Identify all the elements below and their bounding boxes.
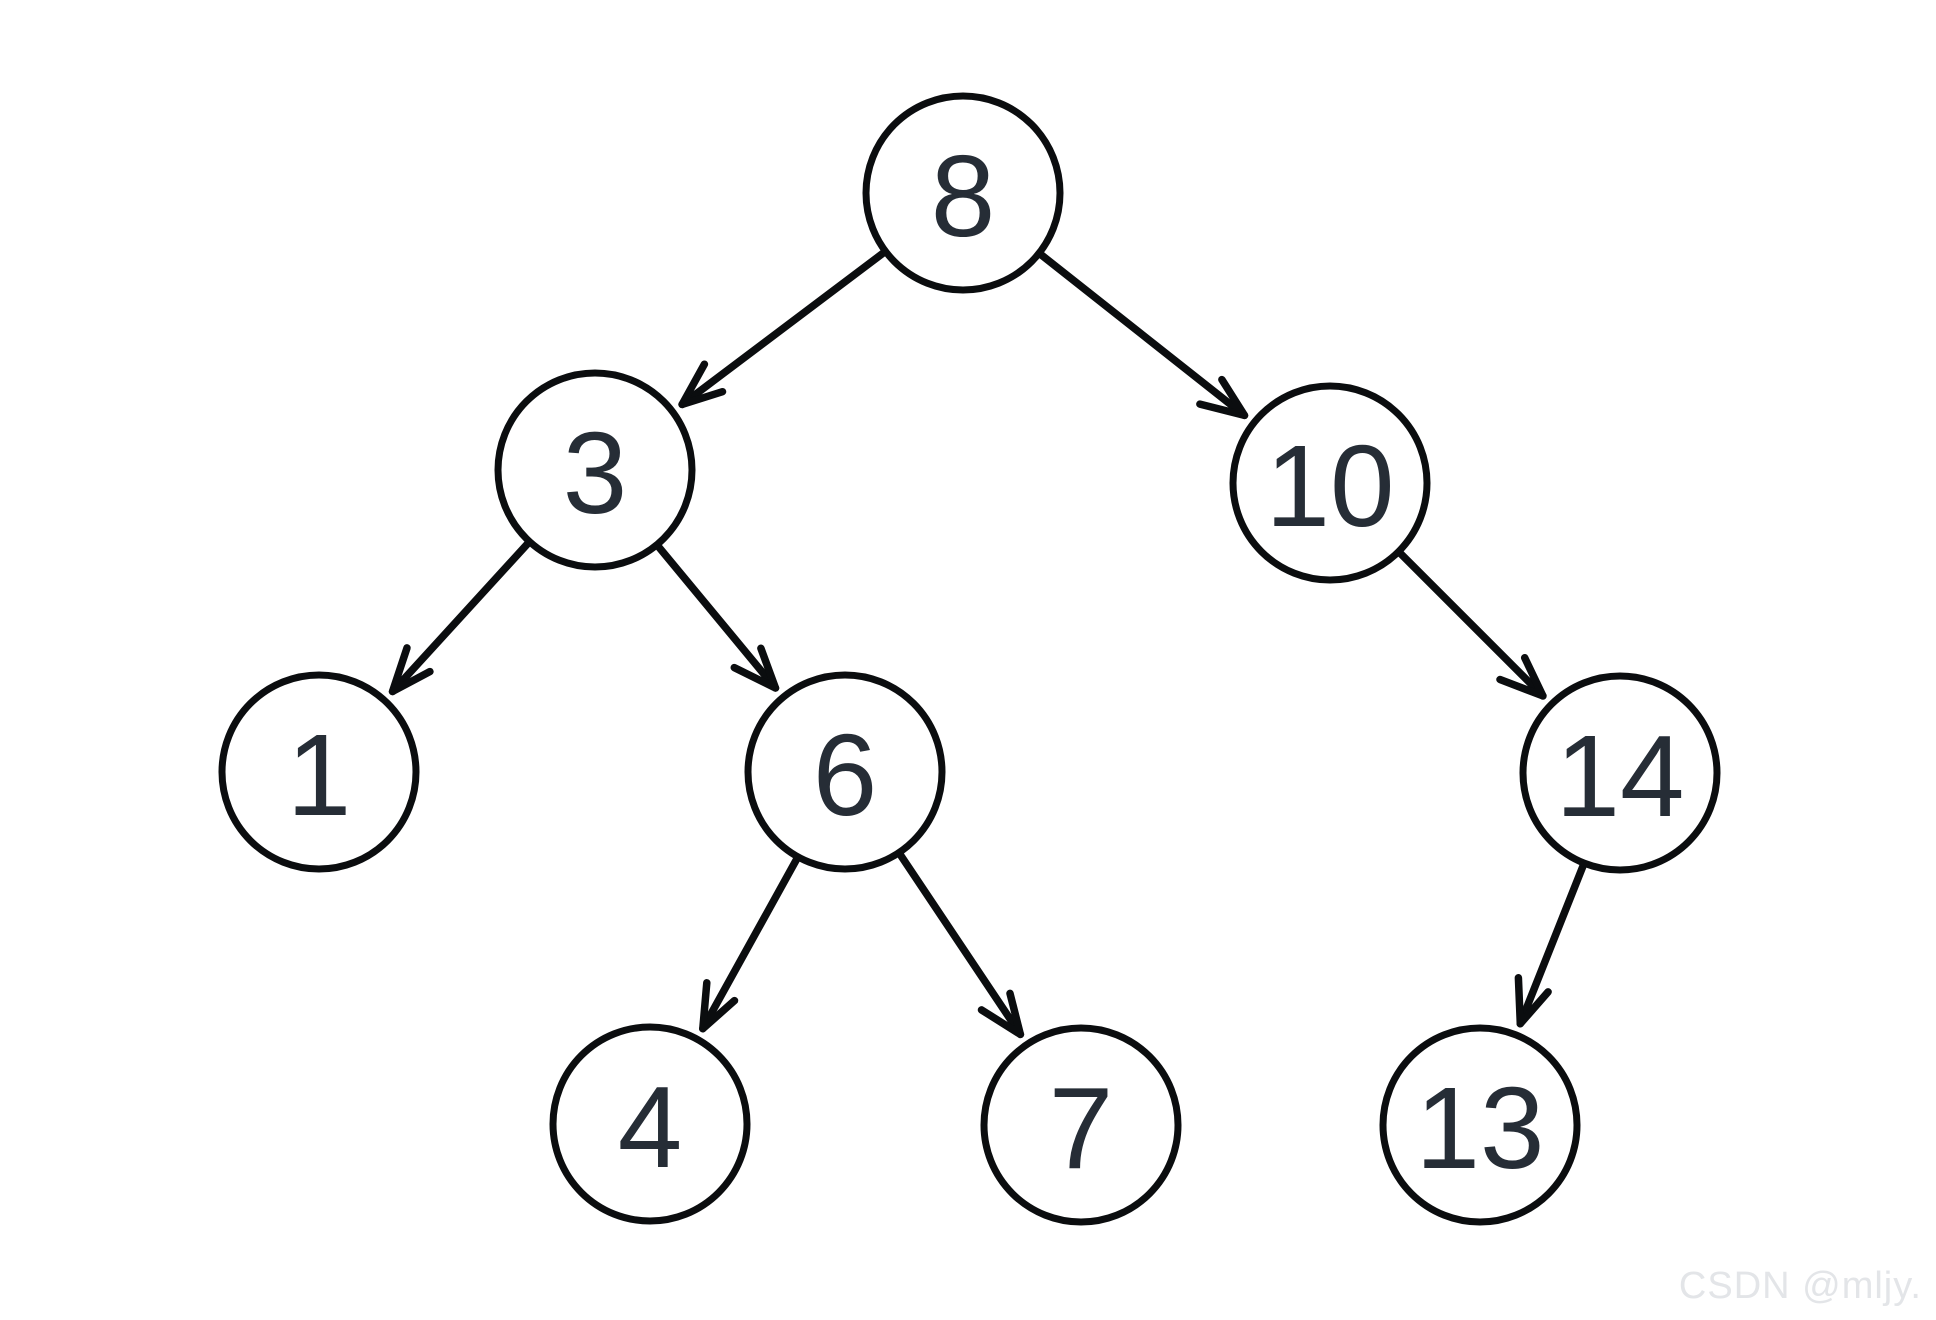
tree-node-label: 8 (931, 131, 996, 261)
tree-edge (388, 539, 532, 696)
tree-node-8[interactable]: 8 (862, 92, 1064, 294)
tree-edge (1036, 250, 1249, 420)
tree-node-14[interactable]: 14 (1519, 672, 1721, 874)
tree-edge (1514, 861, 1588, 1028)
tree-node-10[interactable]: 10 (1229, 382, 1431, 584)
tree-node-7[interactable]: 7 (980, 1024, 1182, 1226)
tree-edge (678, 248, 888, 409)
tree-node-4[interactable]: 4 (549, 1023, 751, 1225)
csdn-watermark: CSDN @mljy. (1678, 1265, 1922, 1307)
tree-node-label: 1 (287, 710, 352, 840)
edges-layer (388, 248, 1588, 1039)
tree-node-label: 6 (813, 710, 878, 840)
tree-edge (699, 854, 801, 1033)
tree-node-1[interactable]: 1 (218, 671, 420, 873)
tree-node-label: 14 (1555, 711, 1684, 841)
tree-node-label: 10 (1265, 421, 1394, 551)
tree-edge (896, 850, 1025, 1039)
tree-node-6[interactable]: 6 (744, 671, 946, 873)
tree-node-label: 7 (1049, 1063, 1114, 1193)
tree-node-label: 13 (1415, 1063, 1544, 1193)
nodes-layer: 8 3 10 1 6 14 4 7 13 (218, 92, 1721, 1226)
tree-node-3[interactable]: 3 (494, 369, 696, 571)
tree-node-label: 3 (563, 408, 628, 538)
tree-edge (1396, 549, 1547, 700)
tree-edge (654, 542, 780, 692)
tree-node-label: 4 (618, 1062, 683, 1192)
tree-node-13[interactable]: 13 (1379, 1024, 1581, 1226)
